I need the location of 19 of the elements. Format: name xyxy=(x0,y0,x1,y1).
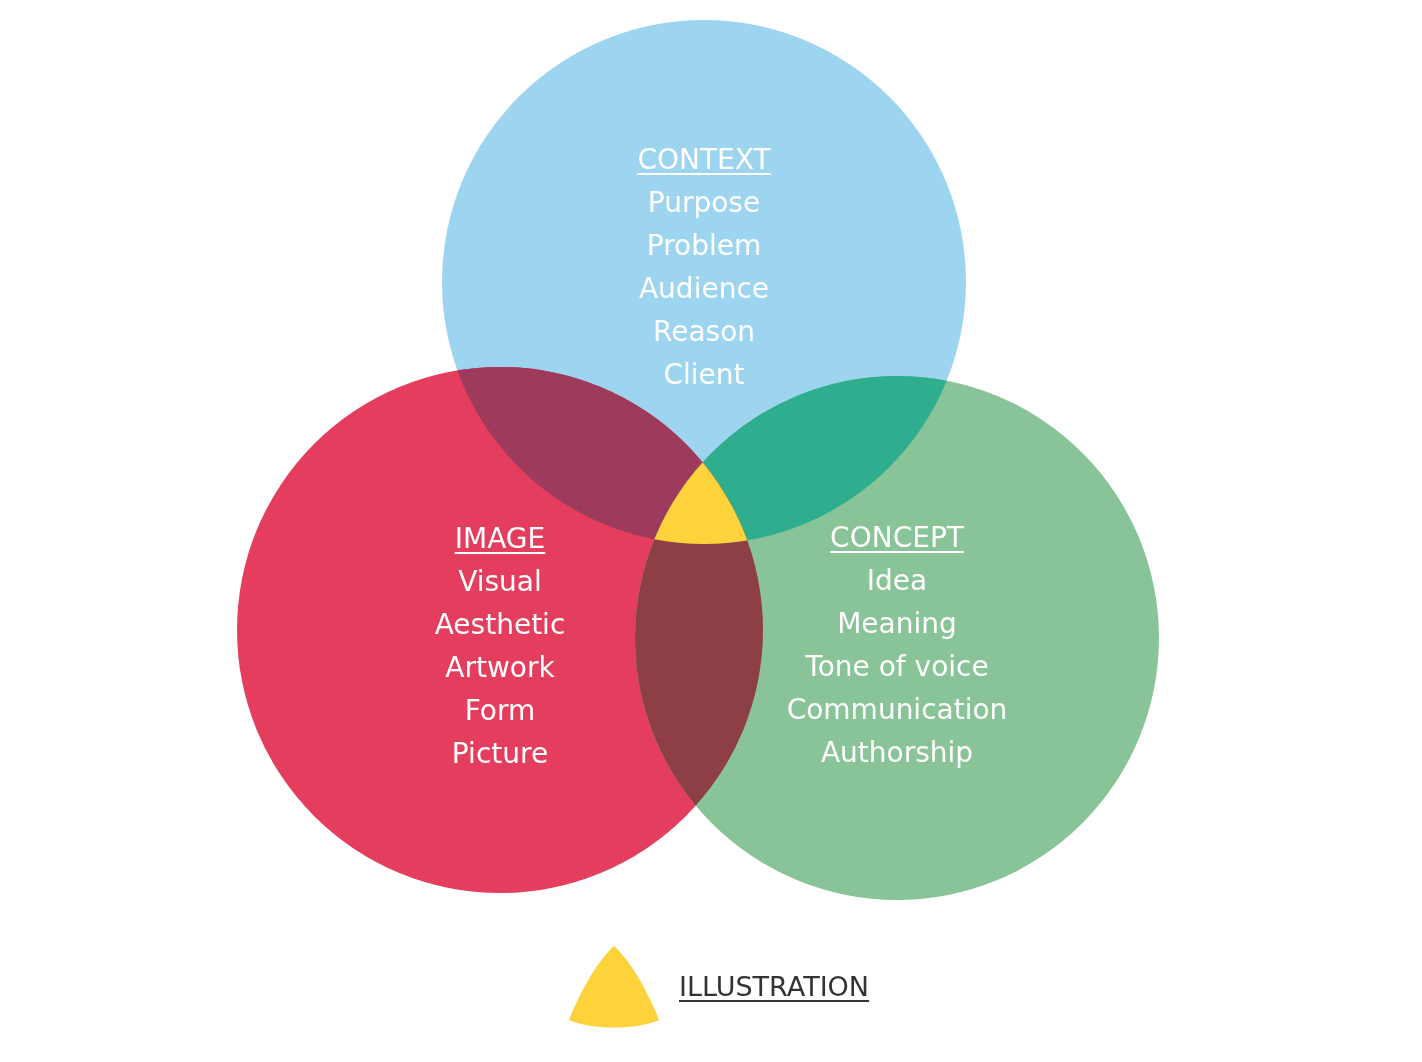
circle-item: Audience xyxy=(638,271,769,307)
circle-item: Meaning xyxy=(837,606,957,642)
circle-item: Visual xyxy=(458,564,542,600)
circle-item: Artwork xyxy=(445,650,555,686)
circle-item: Form xyxy=(464,693,536,729)
circle-item: Client xyxy=(663,357,745,393)
legend-label: ILLUSTRATION xyxy=(679,969,870,1004)
circle-item: Problem xyxy=(646,228,762,264)
circle-item: Reason xyxy=(652,314,755,350)
circle-item: Idea xyxy=(866,563,928,599)
circle-item: Picture xyxy=(451,736,549,772)
circle-heading: IMAGE xyxy=(454,521,546,557)
circle-heading: CONCEPT xyxy=(830,520,964,556)
circle-item: Communication xyxy=(786,692,1008,728)
circle-heading: CONTEXT xyxy=(637,142,771,178)
circle-item: Aesthetic xyxy=(434,607,566,643)
circle-item: Authorship xyxy=(820,735,974,771)
circle-item: Purpose xyxy=(647,185,761,221)
circle-item: Tone of voice xyxy=(805,649,989,685)
